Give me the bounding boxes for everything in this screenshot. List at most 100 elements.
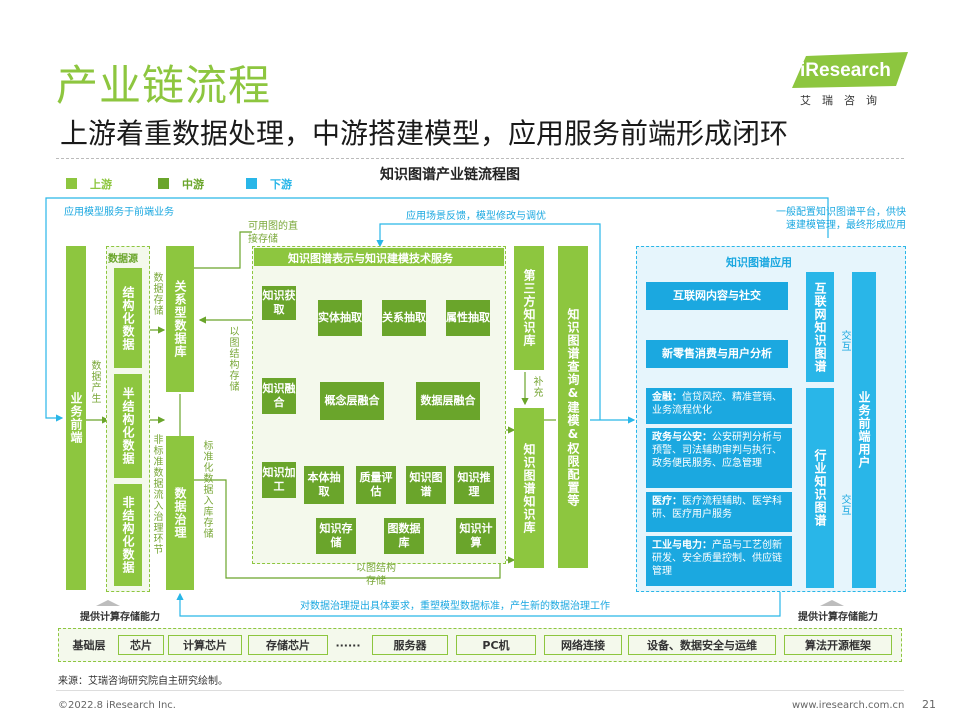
label-standard: 标准化数据入库存储	[201, 440, 212, 539]
unstructured-data-label: 非结构化数据	[121, 496, 135, 574]
attribute-extraction-box: 属性抽取	[446, 300, 490, 336]
label-bottom-flow: 对数据治理提出具体要求，重塑模型数据标准，产生新的数据治理工作	[300, 601, 610, 612]
divider	[56, 158, 904, 159]
data-governance-label: 数据治理	[173, 487, 187, 539]
knowledge-processing-box: 知识加工	[262, 462, 296, 498]
data-source-title: 数据源	[108, 254, 138, 265]
knowledge-storage-box: 知识存储	[316, 518, 356, 554]
legend-label-midstream: 中游	[182, 178, 204, 191]
unstructured-data-box: 非结构化数据	[114, 484, 142, 586]
base-compute-chip: 计算芯片	[168, 635, 242, 655]
medical-body: 医疗流程辅助、医学科研、医疗用户服务	[652, 496, 782, 520]
medical-box: 医疗：医疗流程辅助、医学科研、医疗用户服务	[646, 492, 792, 532]
kg-query-box: 知识图谱查询&建模&权限配置等	[558, 246, 588, 568]
legend-label-downstream: 下游	[270, 178, 292, 191]
footer-divider	[56, 690, 904, 691]
label-platform-note: 一般配置知识图谱平台，供快速建模管理，最终形成应用	[776, 207, 906, 231]
government-body: 公安研判分析与预警、司法辅助审判与执行、政务便民服务、应急管理	[652, 432, 782, 469]
page-title: 产业链流程	[56, 61, 272, 110]
base-pc: PC机	[456, 635, 536, 655]
website: www.iresearch.com.cn	[792, 700, 905, 711]
internet-kg-box: 互联网知识图谱	[806, 272, 834, 382]
structured-data-box: 结构化数据	[114, 268, 142, 368]
industry-power-head: 工业与电力：	[652, 540, 712, 551]
data-fusion-box: 数据层融合	[416, 382, 480, 420]
base-network: 网络连接	[544, 635, 622, 655]
structured-data-label: 结构化数据	[121, 285, 135, 351]
kg-application-title: 知识图谱应用	[726, 256, 792, 269]
industry-kg-box: 行业知识图谱	[806, 388, 834, 588]
legend-swatch-upstream	[66, 178, 77, 189]
base-server: 服务器	[372, 635, 448, 655]
business-front-label: 业务前端	[69, 392, 83, 444]
government-head: 政务与公安：	[652, 432, 712, 443]
graph-database-box: 图数据库	[384, 518, 424, 554]
kg-knowledge-base-label: 知识图谱知识库	[522, 442, 536, 534]
legend-swatch-downstream	[246, 178, 257, 189]
front-users-box: 业务前端用户	[852, 272, 876, 588]
internet-kg-label: 互联网知识图谱	[813, 281, 827, 373]
business-front-bar: 业务前端	[66, 246, 86, 590]
retail-analysis-box: 新零售消费与用户分析	[646, 340, 788, 368]
tech-service-title: 知识图谱表示与知识建模技术服务	[288, 252, 453, 265]
finance-body: 信贷风控、精准营销、业务流程优化	[652, 392, 782, 416]
relational-db-label: 关系型数据库	[173, 280, 187, 358]
internet-social-box: 互联网内容与社交	[646, 282, 788, 310]
logo-subtext: 艾瑞咨询	[800, 94, 888, 107]
label-feedback: 应用场景反馈，模型修改与调优	[406, 211, 546, 222]
knowledge-compute-box: 知识计算	[456, 518, 496, 554]
label-data-generation: 数据产生	[89, 360, 100, 404]
ontology-extraction-box: 本体抽取	[304, 466, 344, 504]
page-number: 21	[922, 698, 936, 711]
knowledge-fusion-box: 知识融合	[262, 378, 296, 414]
base-security-ops: 设备、数据安全与运维	[628, 635, 776, 655]
finance-head: 金融：	[652, 392, 682, 403]
compute-capacity-left: 提供计算存储能力	[80, 612, 160, 623]
knowledge-reasoning-box: 知识推理	[454, 466, 494, 504]
concept-fusion-box: 概念层融合	[320, 382, 384, 420]
tech-service-title-bar	[254, 248, 504, 266]
label-graph-storage: 可用图的直接存储	[248, 221, 298, 245]
logo: iResearch	[792, 52, 910, 90]
knowledge-acquisition-box: 知识获取	[262, 286, 296, 320]
entity-extraction-box: 实体抽取	[318, 300, 362, 336]
label-supplement: 补充	[531, 376, 542, 398]
label-interact-2: 交互	[839, 494, 850, 516]
quality-assessment-box: 质量评估	[356, 466, 396, 504]
semi-structured-data-label: 半结构化数据	[121, 387, 135, 465]
relation-extraction-box: 关系抽取	[382, 300, 426, 336]
government-box: 政务与公安：公安研判分析与预警、司法辅助审判与执行、政务便民服务、应急管理	[646, 428, 792, 488]
label-nonstandard: 非标准数据流入治理环节	[151, 434, 162, 555]
kg-knowledge-base-box: 知识图谱知识库	[514, 408, 544, 568]
base-ellipsis: ······	[335, 638, 361, 652]
third-party-kb-box: 第三方知识库	[514, 246, 544, 370]
label-interact-1: 交互	[839, 330, 850, 352]
diagram-title: 知识图谱产业链流程图	[380, 167, 520, 183]
label-data-storage: 数据存储	[151, 272, 162, 316]
base-chip: 芯片	[118, 635, 164, 655]
data-governance-box: 数据治理	[166, 436, 194, 590]
label-graph-struct: 以图结构存储	[227, 326, 238, 392]
label-graph-struct-2: 以图结构存储	[356, 563, 396, 587]
label-top-flow: 应用模型服务于前端业务	[64, 207, 174, 218]
copyright: ©2022.8 iResearch Inc.	[58, 700, 176, 711]
finance-box: 金融：信贷风控、精准营销、业务流程优化	[646, 388, 792, 424]
semi-structured-data-box: 半结构化数据	[114, 374, 142, 478]
relational-db-box: 关系型数据库	[166, 246, 194, 392]
kg-query-label: 知识图谱查询&建模&权限配置等	[566, 307, 580, 507]
compute-capacity-right: 提供计算存储能力	[798, 612, 878, 623]
source-note: 来源：艾瑞咨询研究院自主研究绘制。	[58, 676, 228, 687]
logo-wordmark: iResearch	[800, 60, 891, 81]
base-open-framework: 算法开源框架	[784, 635, 892, 655]
knowledge-graph-box: 知识图谱	[406, 466, 446, 504]
base-storage-chip: 存储芯片	[248, 635, 328, 655]
third-party-kb-label: 第三方知识库	[522, 269, 536, 347]
industry-kg-label: 行业知识图谱	[813, 449, 827, 527]
legend-label-upstream: 上游	[90, 178, 112, 191]
page-subtitle: 上游着重数据处理，中游搭建模型，应用服务前端形成闭环	[60, 117, 789, 150]
industry-power-box: 工业与电力：产品与工艺创新研发、安全质量控制、供应链管理	[646, 536, 792, 586]
industry-power-body: 产品与工艺创新研发、安全质量控制、供应链管理	[652, 540, 782, 577]
medical-head: 医疗：	[652, 496, 682, 507]
front-users-label: 业务前端用户	[857, 391, 871, 469]
legend-swatch-midstream	[158, 178, 169, 189]
